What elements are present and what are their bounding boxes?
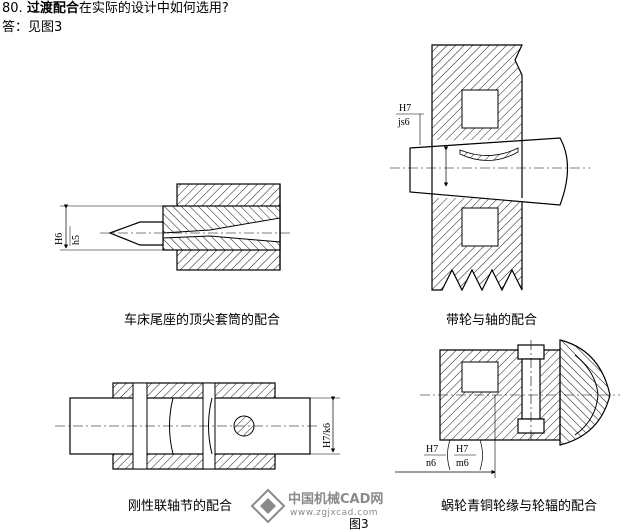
worm-fit2-num: H7 [456, 444, 468, 455]
question-text: 在实际的设计中如何选用? [78, 1, 229, 16]
watermark-url: www.zgjxcad.com [290, 508, 378, 518]
coupling-drawing: H7/k6 [55, 382, 340, 470]
worm-fit1-num: H7 [426, 444, 438, 455]
watermark-logo-icon [250, 488, 286, 524]
answer-line: 答：见图3 [2, 20, 63, 35]
question-number: 80. [2, 1, 23, 16]
pulley-drawing: H7 js6 [390, 44, 590, 292]
worm-fit1-den: n6 [426, 458, 436, 469]
question-keyword: 过渡配合 [26, 1, 79, 16]
watermark-title: 中国机械CAD网 [288, 492, 384, 507]
caption-tailstock: 车床尾座的顶尖套筒的配合 [124, 313, 281, 328]
pulley-fit-num: H7 [399, 103, 411, 114]
figure-label: 图3 [349, 517, 369, 531]
tailstock-fit-num: H6 [54, 233, 65, 245]
question-line: 80. 过渡配合在实际的设计中如何选用? [2, 0, 229, 16]
caption-worm: 蜗轮青铜轮缘与轮辐的配合 [441, 499, 598, 514]
watermark: 中国机械CAD网 www.zgjxcad.com [250, 488, 388, 526]
tailstock-fit-den: h5 [71, 235, 82, 245]
worm-fit2-den: m6 [456, 458, 469, 469]
pulley-fit-den: js6 [397, 117, 410, 128]
tailstock-drawing: H6 h5 [54, 183, 290, 271]
worm-drawing: H7 n6 H7 m6 [395, 339, 620, 478]
coupling-fit: H7/k6 [322, 423, 333, 448]
caption-pulley: 带轮与轴的配合 [446, 313, 538, 328]
caption-coupling: 刚性联轴节的配合 [128, 499, 233, 514]
